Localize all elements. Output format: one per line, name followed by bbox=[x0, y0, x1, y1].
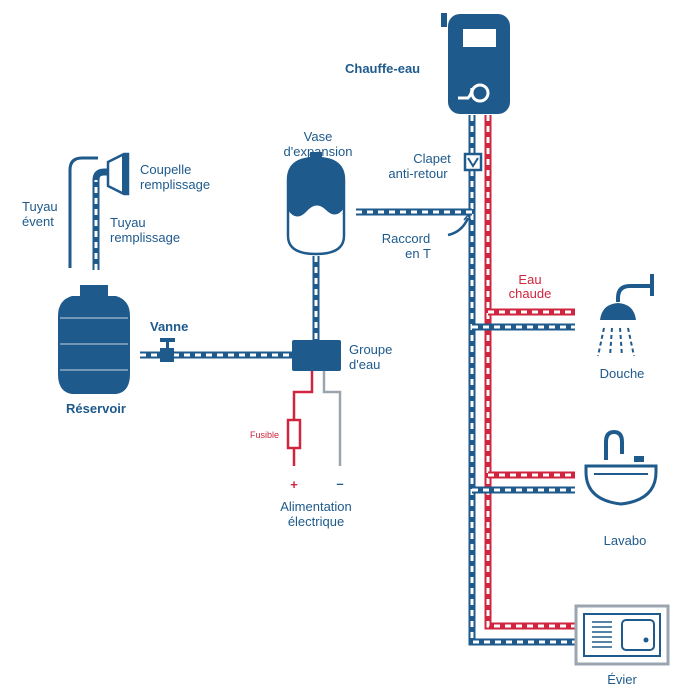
cold-water-riser bbox=[468, 115, 588, 646]
plus-sign: + bbox=[290, 477, 298, 492]
power-label-1: Alimentation bbox=[280, 499, 352, 514]
sink-icon bbox=[574, 604, 670, 666]
fill-pipe-label-1: Tuyau bbox=[110, 215, 146, 230]
vent-pipe-label-2: évent bbox=[22, 214, 54, 229]
power-label-2: électrique bbox=[288, 514, 344, 529]
valve-icon bbox=[160, 338, 175, 362]
hot-water-label-1: Eau bbox=[518, 272, 541, 287]
valve-label: Vanne bbox=[150, 319, 188, 334]
tee-fitting-label-1: Raccord bbox=[382, 231, 430, 246]
fuse-icon bbox=[286, 418, 302, 450]
check-valve-icon bbox=[463, 152, 483, 172]
fill-cup-label-2: remplissage bbox=[140, 177, 210, 192]
expansion-vessel-label-1: Vase bbox=[304, 129, 333, 144]
washbasin-label: Lavabo bbox=[604, 533, 647, 548]
water-heater-label: Chauffe-eau bbox=[345, 61, 420, 76]
hot-water-riser bbox=[484, 115, 588, 630]
washbasin-branch-pipes bbox=[472, 471, 575, 494]
fill-cup-label-1: Coupelle bbox=[140, 162, 191, 177]
fill-pipe-label-2: remplissage bbox=[110, 230, 180, 245]
water-heater bbox=[441, 13, 510, 114]
fill-pipe bbox=[92, 168, 112, 270]
fill-cup-icon bbox=[106, 152, 130, 196]
check-valve-label-2: anti-retour bbox=[388, 166, 448, 181]
shower-branch-pipes bbox=[472, 308, 575, 331]
vent-pipe bbox=[68, 156, 98, 268]
reservoir-icon bbox=[58, 285, 130, 394]
tee-fitting-pointer bbox=[447, 213, 472, 237]
check-valve-label-1: Clapet bbox=[413, 151, 451, 166]
reservoir-label: Réservoir bbox=[66, 401, 126, 416]
electrical-supply bbox=[286, 371, 342, 466]
vent-pipe-label-1: Tuyau bbox=[22, 199, 58, 214]
sink-label: Évier bbox=[607, 672, 637, 687]
expansion-vessel-label-2: d'expansion bbox=[284, 144, 353, 159]
shower-label: Douche bbox=[600, 366, 645, 381]
pump-label-2: d'eau bbox=[349, 357, 380, 372]
pump-unit-icon bbox=[292, 340, 341, 371]
fuse-label: Fusible bbox=[250, 430, 279, 440]
minus-sign: – bbox=[336, 476, 343, 491]
hot-water-label-2: chaude bbox=[509, 286, 552, 301]
expansion-vessel-icon bbox=[286, 152, 346, 256]
washbasin-icon bbox=[584, 429, 658, 506]
pump-label-1: Groupe bbox=[349, 342, 392, 357]
shower-icon bbox=[597, 274, 654, 357]
tee-fitting-label-2: en T bbox=[405, 246, 431, 261]
